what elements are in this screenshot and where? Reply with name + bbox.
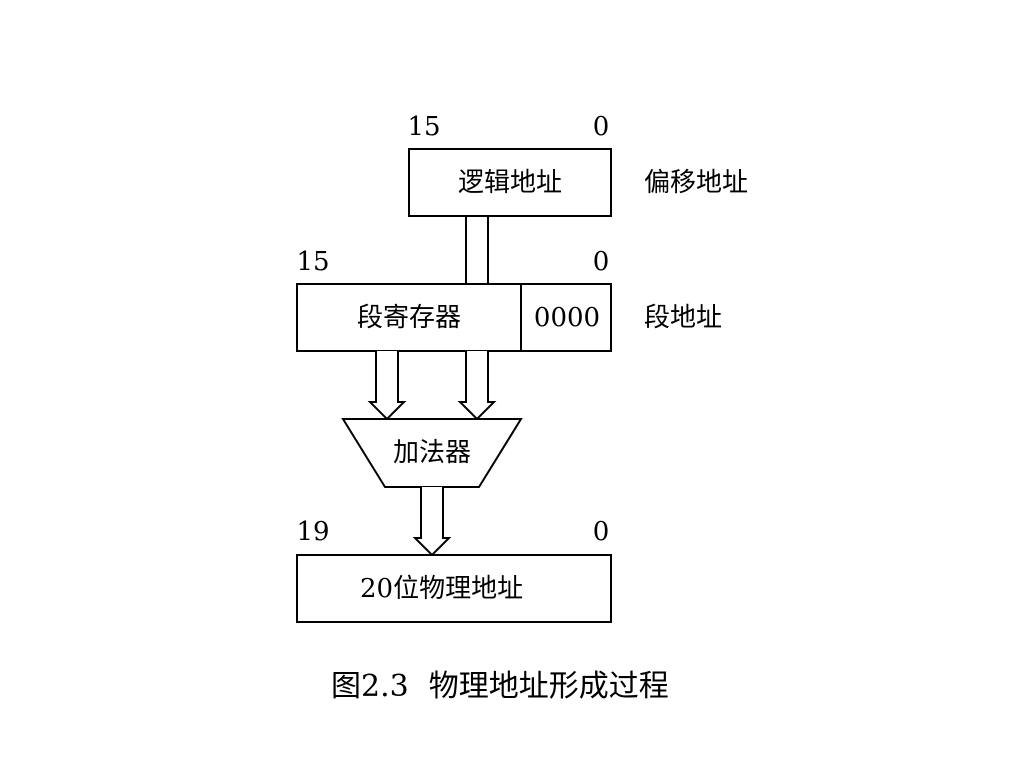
adder-to-physical-arrow	[412, 487, 452, 557]
segment-bit-low: 0	[593, 247, 610, 277]
logical-bit-low: 0	[593, 112, 610, 142]
adder-label: 加法器	[393, 438, 471, 468]
segment-to-adder-arrow-left	[367, 351, 407, 421]
physical-bit-low: 0	[593, 517, 610, 547]
logical-bit-high: 15	[407, 112, 440, 142]
figure-caption: 图2.3 物理地址形成过程	[331, 669, 669, 704]
figure-number: 图2.3	[331, 669, 409, 704]
segment-suffix-bits: 0000	[534, 303, 600, 333]
segment-register-label: 段寄存器	[357, 303, 461, 333]
figure-title: 物理地址形成过程	[429, 669, 669, 704]
physical-address-prefix: 20	[360, 574, 393, 604]
adder-shape	[341, 418, 523, 488]
segment-bit-high: 15	[296, 247, 329, 277]
physical-address-text: 20位物理地址	[360, 574, 523, 604]
logical-address-box	[408, 148, 612, 217]
logical-to-segment-connector	[465, 216, 489, 284]
offset-address-label: 偏移地址	[644, 168, 748, 198]
physical-bit-high: 19	[296, 517, 329, 547]
segment-address-label: 段地址	[644, 303, 722, 333]
logical-address-label: 逻辑地址	[458, 168, 562, 198]
segment-register-box	[296, 283, 612, 352]
physical-address-box	[296, 554, 612, 623]
physical-address-label: 位物理地址	[393, 574, 523, 604]
segment-to-adder-arrow-right	[457, 351, 497, 421]
